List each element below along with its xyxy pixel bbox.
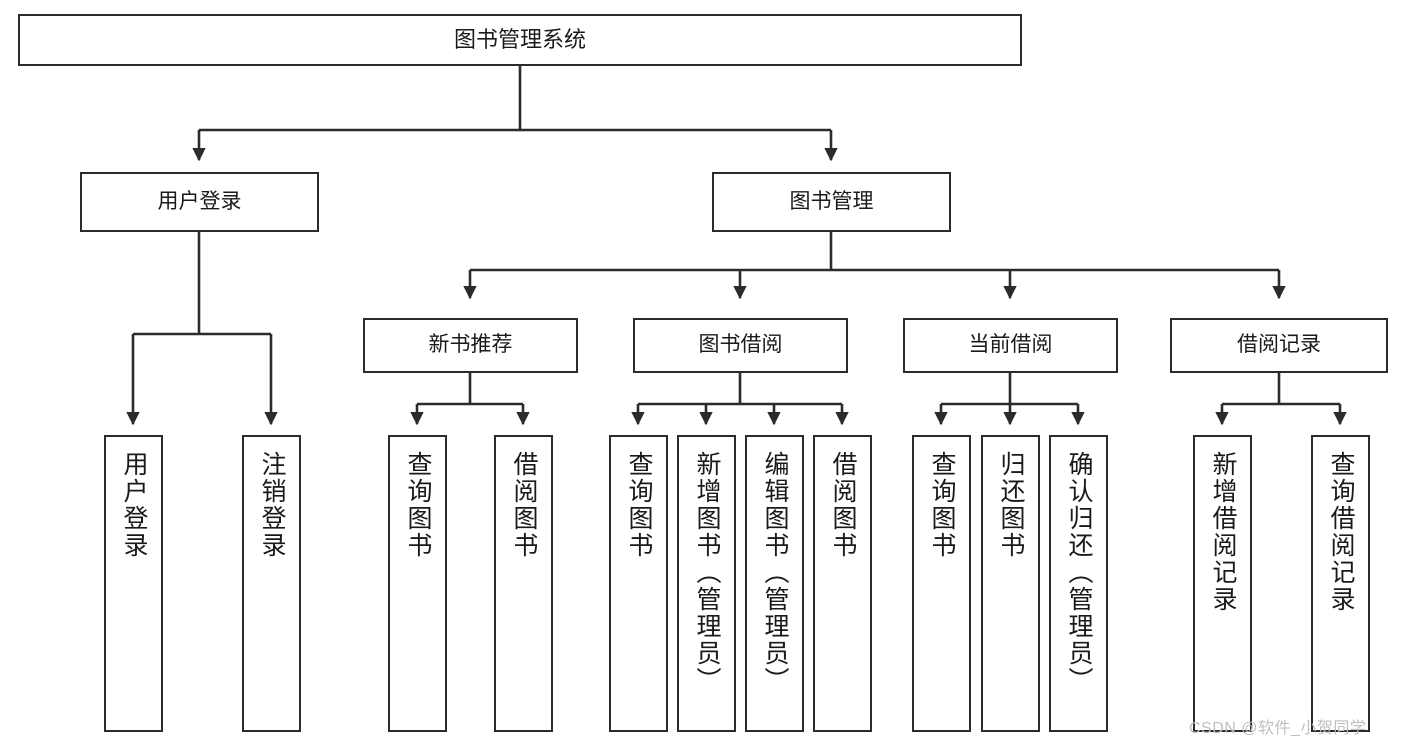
node-label: 借阅记录 [1237, 333, 1321, 357]
node-label: 借阅图书 [829, 451, 857, 559]
node-label: 编辑图书（管理员） [761, 451, 789, 694]
csdn-watermark: CSDN @软件_小贺同学 [1189, 720, 1367, 737]
node-label: 注销登录 [258, 451, 286, 559]
leaf-new-book-borrow[interactable]: 借阅图书 [494, 435, 553, 732]
node-label: 查询图书 [404, 451, 432, 559]
leaf-user-login-login[interactable]: 用户登录 [104, 435, 163, 732]
node-label: 查询借阅记录 [1327, 451, 1355, 613]
node-root-system[interactable]: 图书管理系统 [18, 14, 1022, 66]
leaf-records-add[interactable]: 新增借阅记录 [1193, 435, 1252, 732]
node-label: 新增图书（管理员） [693, 451, 721, 694]
node-current-borrow[interactable]: 当前借阅 [903, 318, 1118, 373]
leaf-records-query[interactable]: 查询借阅记录 [1311, 435, 1370, 732]
leaf-current-borrow-return[interactable]: 归还图书 [981, 435, 1040, 732]
node-new-book-recommend[interactable]: 新书推荐 [363, 318, 578, 373]
node-label: 图书管理 [789, 189, 874, 213]
node-label: 用户登录 [120, 451, 148, 559]
leaf-current-borrow-confirm-return[interactable]: 确认归还（管理员） [1049, 435, 1108, 732]
node-label: 确认归还（管理员） [1065, 451, 1093, 694]
leaf-user-login-logout[interactable]: 注销登录 [242, 435, 301, 732]
node-book-management[interactable]: 图书管理 [712, 172, 951, 232]
node-label: 借阅图书 [510, 451, 538, 559]
node-label: 用户登录 [157, 189, 242, 213]
leaf-current-borrow-query[interactable]: 查询图书 [912, 435, 971, 732]
leaf-book-borrow-query[interactable]: 查询图书 [609, 435, 668, 732]
leaf-new-book-query[interactable]: 查询图书 [388, 435, 447, 732]
node-label: 查询图书 [928, 451, 956, 559]
leaf-book-borrow-add[interactable]: 新增图书（管理员） [677, 435, 736, 732]
leaf-book-borrow-edit[interactable]: 编辑图书（管理员） [745, 435, 804, 732]
node-user-login[interactable]: 用户登录 [80, 172, 319, 232]
node-label: 图书管理系统 [453, 27, 586, 53]
node-label: 新增借阅记录 [1209, 451, 1237, 613]
node-label: 归还图书 [997, 451, 1025, 559]
leaf-book-borrow-borrow[interactable]: 借阅图书 [813, 435, 872, 732]
node-book-borrow[interactable]: 图书借阅 [633, 318, 848, 373]
node-label: 新书推荐 [428, 333, 513, 357]
node-label: 图书借阅 [698, 333, 783, 357]
node-borrow-records[interactable]: 借阅记录 [1170, 318, 1388, 373]
node-label: 当前借阅 [968, 333, 1053, 357]
node-label: 查询图书 [625, 451, 653, 559]
